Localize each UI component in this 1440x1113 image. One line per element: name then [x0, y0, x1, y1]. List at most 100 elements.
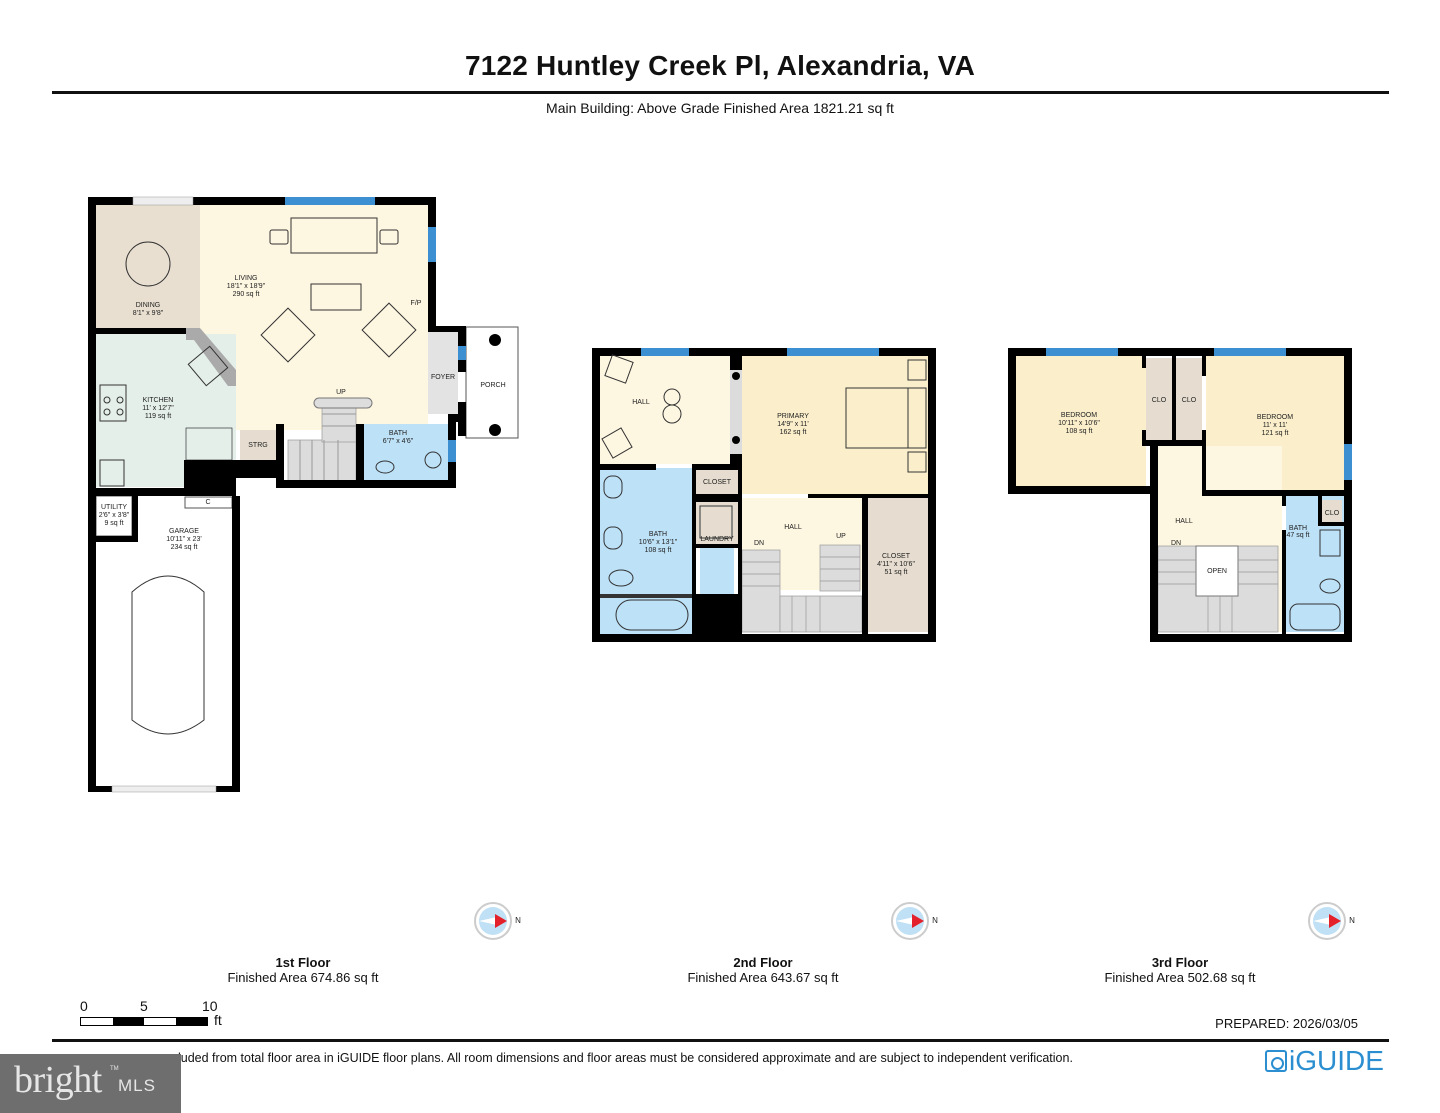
floor-1-furniture [99, 217, 442, 735]
dining-room [96, 205, 200, 328]
floor-2-plan: HALL PRIMARY 14'9" x 11' 162 sq ft CLOSE… [592, 348, 936, 642]
bedroom-right-area: 121 sq ft [1262, 430, 1289, 437]
kitchen-area: 119 sq ft [145, 413, 171, 420]
floor-2-walls [592, 348, 936, 642]
bath-2 [600, 468, 692, 634]
dining-label: DINING [136, 302, 161, 309]
bright-trademark: TM [110, 1066, 119, 1072]
disclaimer-text: luded from total floor area in iGUIDE fl… [178, 1051, 1073, 1065]
foyer-room [428, 332, 458, 414]
clo-2 [1176, 358, 1202, 440]
primary-label: PRIMARY [777, 413, 809, 420]
clo-3-label: CLO [1325, 510, 1340, 517]
primary-bedroom [742, 356, 928, 494]
iguide-camera-icon [1265, 1050, 1287, 1072]
kitchen-label: KITCHEN [143, 397, 174, 404]
foyer-label: FOYER [431, 374, 455, 381]
bath-3-label: BATH [1289, 525, 1307, 532]
stairs-down-label-3: DN [1171, 540, 1181, 547]
floor-1-caption: 1st Floor Finished Area 674.86 sq ft [153, 955, 453, 985]
bath-2-dims: 10'6" x 13'1" [639, 539, 678, 546]
floor-3-plan: BEDROOM 10'11" x 10'6" 108 sq ft CLO CLO… [1008, 348, 1352, 642]
bath-1-label: BATH [389, 430, 407, 437]
floor-3-area: Finished Area 502.68 sq ft [1104, 970, 1256, 985]
hall-upper-label: HALL [632, 399, 650, 406]
closet-small-label: CLOSET [703, 479, 732, 486]
bedroom-left [1016, 356, 1146, 486]
utility-dims: 2'6" x 3'8" [99, 512, 130, 519]
stairs-up-label: UP [336, 389, 346, 396]
closet-walkin-dims: 4'11" x 10'6" [877, 561, 915, 568]
living-dims: 18'1" x 18'9" [227, 283, 266, 290]
storage-room [240, 430, 276, 460]
garage-dims: 10'11" x 23' [166, 536, 201, 543]
iguide-logo: iGUIDE [1265, 1045, 1384, 1077]
bright-mls-text: MLS [118, 1076, 156, 1095]
svg-text:N: N [1349, 916, 1355, 925]
floor-1-stairs [287, 397, 373, 487]
floor-1-area: Finished Area 674.86 sq ft [227, 970, 379, 985]
hall-upper [600, 356, 730, 464]
fireplace-label: F/P [411, 300, 422, 307]
closet-walkin-label: CLOSET [882, 553, 911, 560]
utility-area: 9 sq ft [104, 520, 123, 527]
garage-room [96, 496, 234, 786]
clo-1-label: CLO [1152, 397, 1167, 404]
bath-1-dims: 6'7" x 4'6" [383, 438, 414, 445]
floor-1-name: 1st Floor [275, 955, 331, 970]
floor-2-caption: 2nd Floor Finished Area 643.67 sq ft [613, 955, 913, 985]
floor-3-walls [1008, 348, 1352, 642]
svg-text:N: N [515, 916, 521, 925]
floor-3-name: 3rd Floor [1151, 955, 1209, 970]
porch-label: PORCH [480, 382, 505, 389]
iguide-wordmark: iGUIDE [1289, 1045, 1384, 1076]
laundry-label: LAUNDRY [700, 536, 734, 543]
garage-area: 234 sq ft [171, 544, 198, 551]
scale-tick-0: 0 [80, 998, 88, 1014]
living-label: LIVING [235, 275, 258, 282]
bedroom-left-dims: 10'11" x 10'6" [1058, 420, 1100, 427]
garage-label: GARAGE [169, 528, 199, 535]
closet-walkin [868, 498, 928, 632]
scale-tick-5: 5 [140, 998, 148, 1014]
clo-1 [1146, 358, 1172, 440]
bath-2-area: 108 sq ft [645, 547, 672, 554]
scale-bar: 0 5 10 ft [80, 998, 222, 1028]
bedroom-right-dims: 11' x 11' [1263, 422, 1288, 429]
porch [465, 326, 519, 439]
bedroom-left-label: BEDROOM [1061, 412, 1097, 419]
page-title: 7122 Huntley Creek Pl, Alexandria, VA [464, 50, 976, 81]
svg-text:N: N [932, 916, 938, 925]
bedroom-right-label: BEDROOM [1257, 414, 1293, 421]
window [285, 197, 375, 205]
bath-3-area: 47 sq ft [1287, 532, 1310, 539]
primary-dims: 14'9" x 11' [777, 421, 809, 428]
stairs-up-label-2: UP [836, 533, 846, 540]
floor-3-caption: 3rd Floor Finished Area 502.68 sq ft [1030, 955, 1330, 985]
living-room [200, 205, 428, 430]
closet-walkin-area: 51 sq ft [885, 569, 908, 576]
living-area: 290 sq ft [233, 291, 260, 298]
storage-label: STRG [248, 442, 267, 449]
total-area-subtitle: Main Building: Above Grade Finished Area… [546, 100, 894, 116]
bright-wordmark: bright [14, 1059, 102, 1101]
scale-unit: ft [214, 1012, 222, 1028]
compass-icon: N [891, 902, 938, 940]
floor-plans: .w{fill:#000;} .win{fill:#3c8fd1;} .ln{f… [88, 196, 1355, 940]
laundry-room [696, 502, 738, 544]
clo-3 [1322, 500, 1342, 522]
closet-small [696, 470, 738, 494]
floor-2-name: 2nd Floor [733, 955, 793, 970]
dining-dims: 8'1" x 9'8" [133, 310, 164, 317]
floor-2-area: Finished Area 643.67 sq ft [687, 970, 839, 985]
title-divider [52, 91, 1389, 94]
compass-icon: N [474, 902, 521, 940]
scale-bar-graphic [80, 1017, 208, 1026]
compass-icon: N [1308, 902, 1355, 940]
bedroom-left-area: 108 sq ft [1066, 428, 1093, 435]
footer-divider [52, 1039, 1389, 1042]
bright-mls-logo: bright TM MLS [0, 1054, 181, 1113]
utility-label: UTILITY [101, 504, 127, 511]
floor-1-walls [88, 197, 466, 792]
open-label: OPEN [1207, 568, 1227, 575]
